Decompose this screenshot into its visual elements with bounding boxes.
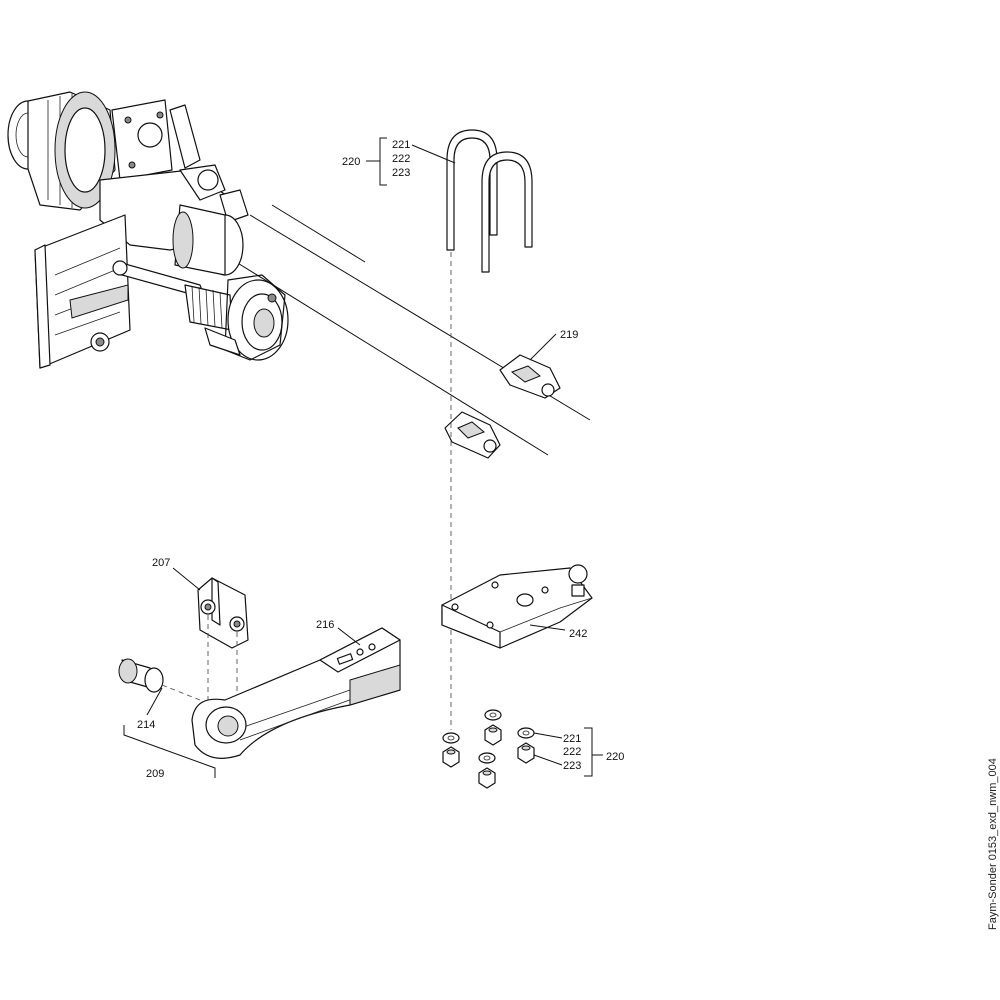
- callout-214: 214: [137, 719, 155, 731]
- mounting-plate-icon: [441, 564, 593, 649]
- callout-221-top: 221: [392, 139, 410, 151]
- callout-222-top: 222: [392, 153, 410, 165]
- callout-216: 216: [316, 619, 334, 631]
- callout-220-bottom: 220: [606, 751, 624, 763]
- document-id: Faym-Sonder 0153_exd_nwm_004: [987, 758, 999, 930]
- callout-219: 219: [560, 329, 578, 341]
- callout-223-bottom: 223: [563, 760, 581, 772]
- callout-220-top: 220: [342, 156, 360, 168]
- u-bolt-icon: [446, 129, 533, 273]
- axle-assembly-icon: [7, 91, 591, 456]
- callout-222-bottom: 222: [563, 746, 581, 758]
- washer-icon: [442, 709, 535, 764]
- bushing-icon: [118, 658, 164, 693]
- leader-lines: [123, 137, 603, 778]
- axle-clamp-icon: [444, 354, 561, 459]
- callout-209: 209: [146, 768, 164, 780]
- callout-221-bottom: 221: [563, 733, 581, 745]
- spring-arm-icon: [191, 627, 401, 759]
- nut-icon: [442, 724, 535, 789]
- bracket-icon: [197, 577, 249, 649]
- callout-223-top: 223: [392, 167, 410, 179]
- callout-242: 242: [569, 628, 587, 640]
- callout-207: 207: [152, 557, 170, 569]
